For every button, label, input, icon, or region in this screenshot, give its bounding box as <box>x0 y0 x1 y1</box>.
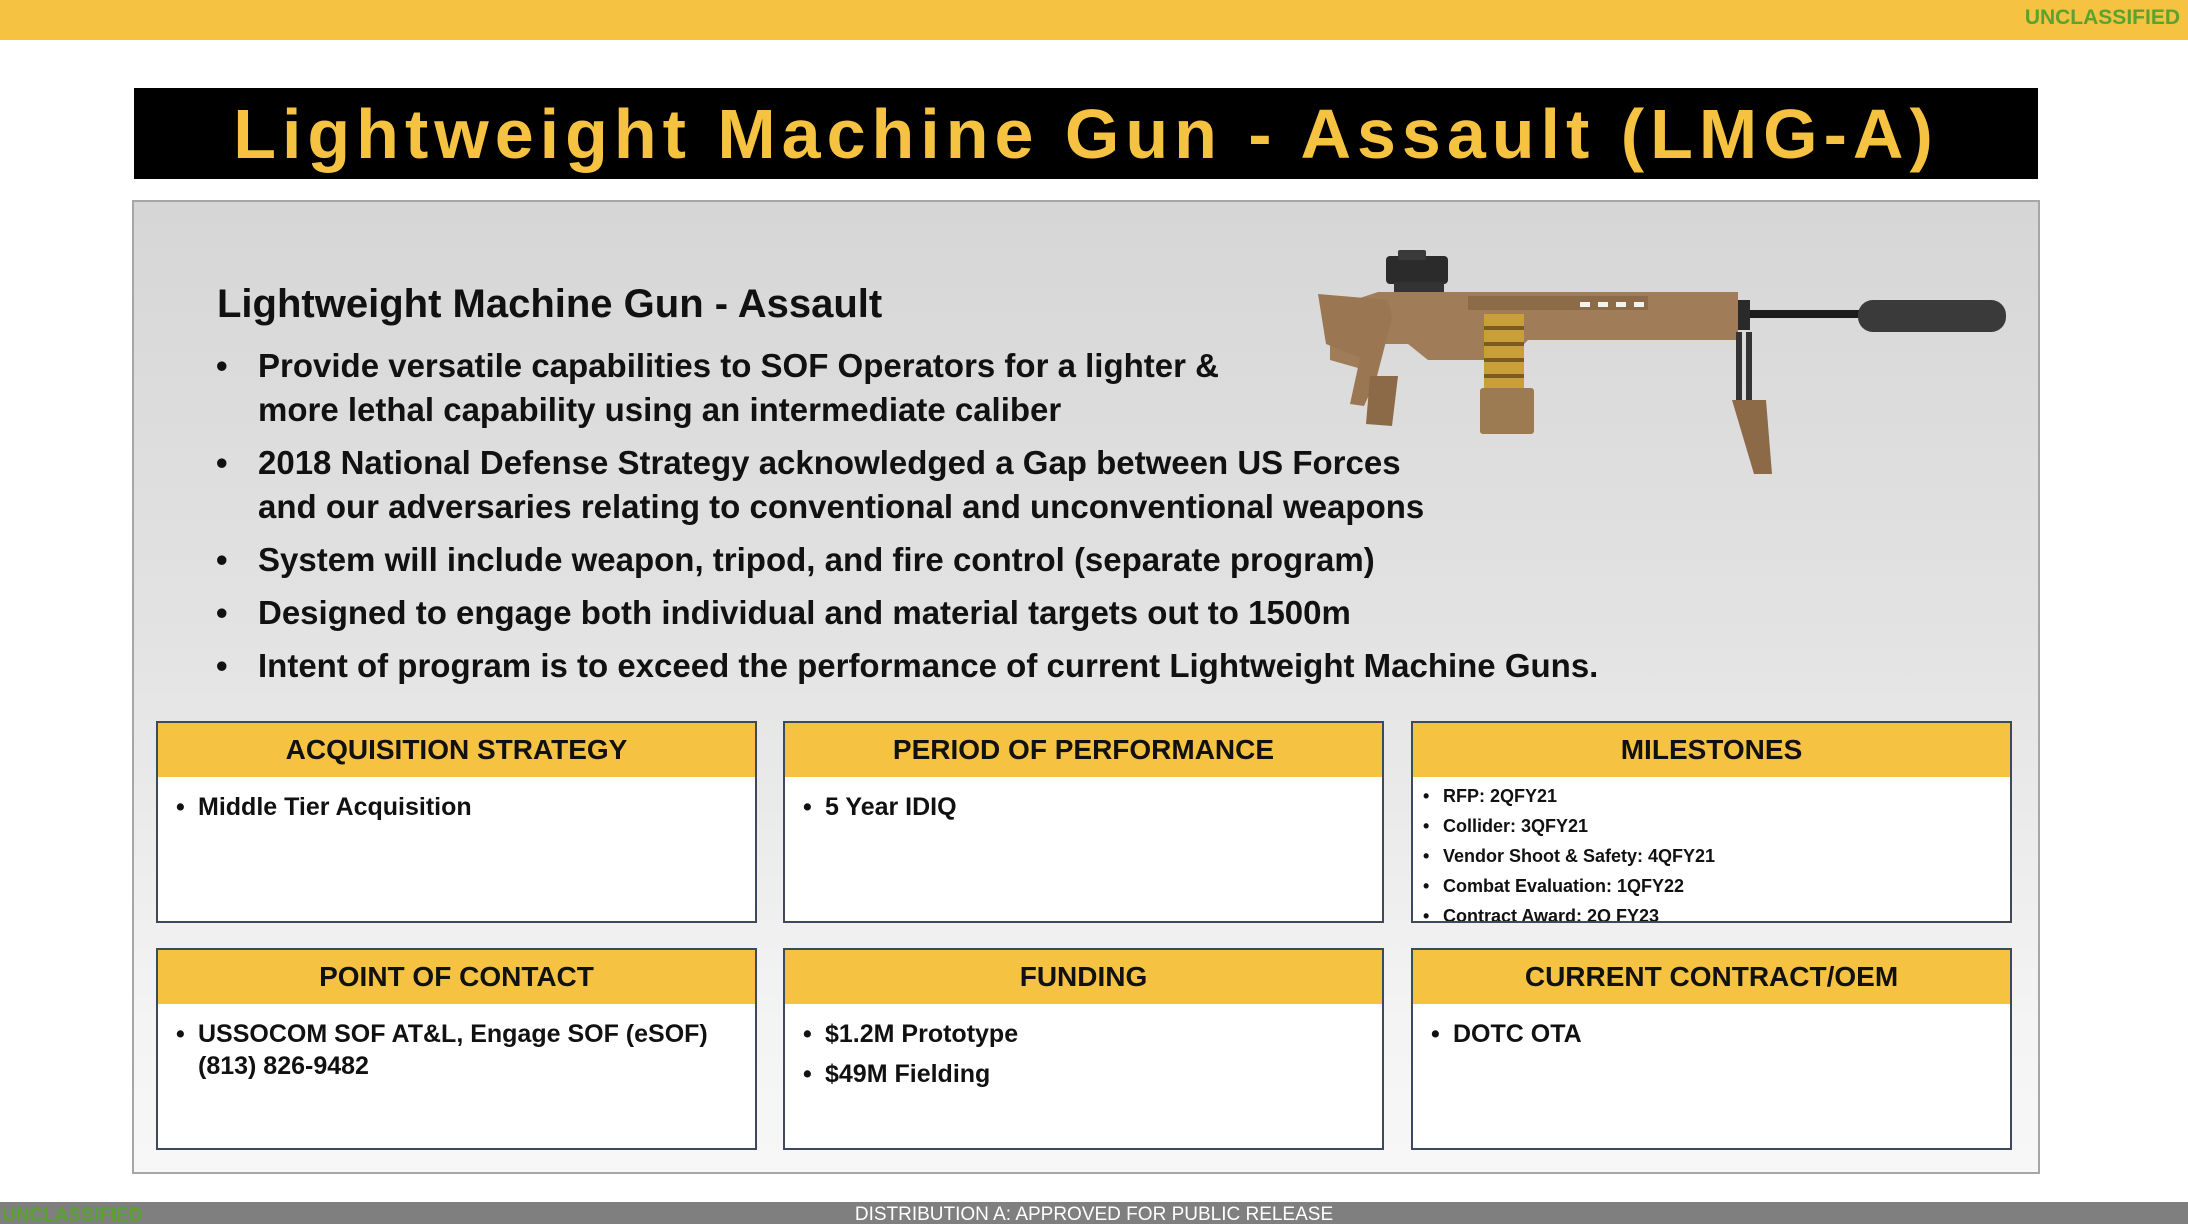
top-banner: UNCLASSIFIED <box>0 0 2188 40</box>
summary-bullet: Intent of program is to exceed the perfo… <box>216 644 1598 688</box>
list-item: $49M Fielding <box>803 1058 1382 1090</box>
list-item: DOTC OTA <box>1431 1018 2010 1050</box>
summary-heading: Lightweight Machine Gun - Assault <box>217 282 883 326</box>
box-title: FUNDING <box>785 950 1382 1004</box>
list-item: Combat Evaluation: 1QFY22 <box>1423 871 2010 901</box>
list-item: $1.2M Prototype <box>803 1018 1382 1050</box>
list-item: Vendor Shoot & Safety: 4QFY21 <box>1423 841 2010 871</box>
box-title: ACQUISITION STRATEGY <box>158 723 755 777</box>
list-item: 5 Year IDIQ <box>803 791 1382 823</box>
summary-bullet: Designed to engage both individual and m… <box>216 591 1598 635</box>
box-title: PERIOD OF PERFORMANCE <box>785 723 1382 777</box>
current-contract-box: CURRENT CONTRACT/OEM DOTC OTA <box>1411 948 2012 1150</box>
list-item: Collider: 3QFY21 <box>1423 811 2010 841</box>
distribution-statement: DISTRIBUTION A: APPROVED FOR PUBLIC RELE… <box>854 1204 1334 1224</box>
classification-marking-top: UNCLASSIFIED <box>2024 6 2180 29</box>
funding-box: FUNDING $1.2M Prototype $49M Fielding <box>783 948 1384 1150</box>
summary-bullet-list: Provide versatile capabilities to SOF Op… <box>216 344 1598 697</box>
summary-bullet: System will include weapon, tripod, and … <box>216 538 1598 582</box>
machine-gun-icon <box>1318 250 2006 474</box>
title-bar: Lightweight Machine Gun - Assault (LMG-A… <box>134 88 2038 179</box>
list-item: RFP: 2QFY21 <box>1423 781 2010 811</box>
list-item: Contract Award: 2Q FY23 <box>1423 901 2010 921</box>
list-item: USSOCOM SOF AT&L, Engage SOF (eSOF)(813)… <box>176 1018 755 1082</box>
summary-bullet: Provide versatile capabilities to SOF Op… <box>216 344 1598 432</box>
acquisition-strategy-box: ACQUISITION STRATEGY Middle Tier Acquisi… <box>156 721 757 923</box>
point-of-contact-box: POINT OF CONTACT USSOCOM SOF AT&L, Engag… <box>156 948 757 1150</box>
box-title: MILESTONES <box>1413 723 2010 777</box>
box-title: POINT OF CONTACT <box>158 950 755 1004</box>
milestones-box: MILESTONES RFP: 2QFY21 Collider: 3QFY21 … <box>1411 721 2012 923</box>
list-item: Middle Tier Acquisition <box>176 791 755 823</box>
footer-bar: UNCLASSIFIED DISTRIBUTION A: APPROVED FO… <box>0 1202 2188 1224</box>
machine-gun-image <box>1318 250 2006 474</box>
classification-marking-bottom: UNCLASSIFIED <box>2 1205 143 1224</box>
box-title: CURRENT CONTRACT/OEM <box>1413 950 2010 1004</box>
page-title: Lightweight Machine Gun - Assault (LMG-A… <box>233 94 1939 173</box>
period-of-performance-box: PERIOD OF PERFORMANCE 5 Year IDIQ <box>783 721 1384 923</box>
summary-bullet: 2018 National Defense Strategy acknowled… <box>216 441 1598 529</box>
